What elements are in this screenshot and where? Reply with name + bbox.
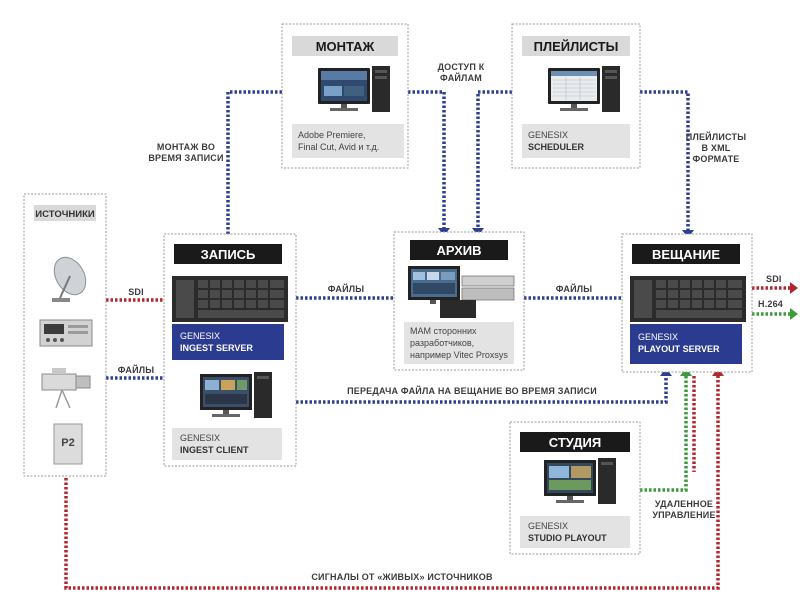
playlists-caption-2: SCHEDULER	[528, 142, 585, 152]
studio-title: СТУДИЯ	[549, 435, 601, 450]
ingest-server-icon	[172, 276, 288, 322]
ingest-client-caption-1: GENESIX	[180, 433, 220, 443]
archive-caption-box	[404, 322, 514, 364]
label-playlists-xml-1: ПЛЕЙЛИСТЫ	[686, 131, 746, 142]
connectors	[64, 90, 796, 590]
connector-playlists-broadcast	[640, 90, 690, 230]
record-title: ЗАПИСЬ	[201, 247, 256, 262]
montage-caption-box	[292, 124, 404, 158]
sources-title-bar	[34, 205, 96, 221]
playout-server-icon	[630, 276, 746, 322]
label-file-access-2: ФАЙЛАМ	[440, 72, 482, 83]
arrowhead-icon	[790, 308, 798, 320]
label-sdi-out: SDI	[766, 274, 782, 284]
connector-record-montage	[226, 90, 282, 234]
archive-title-bar	[410, 240, 508, 260]
connector-playlists-archive	[476, 90, 512, 228]
playout-server-caption-2: PLAYOUT SERVER	[638, 344, 720, 354]
montage-caption-1: Adobe Premiere,	[298, 130, 366, 140]
playlists-caption-1: GENESIX	[528, 130, 568, 140]
label-file-access-1: ДОСТУП К	[438, 62, 485, 72]
broadcast-title-bar	[632, 244, 740, 264]
archive-title: АРХИВ	[437, 243, 482, 258]
ingest-client-caption-2: INGEST CLIENT	[180, 445, 249, 455]
label-transfer-during-rec: ПЕРЕДАЧА ФАЙЛА НА ВЕЩАНИЕ ВО ВРЕМЯ ЗАПИС…	[347, 385, 597, 396]
label-sdi-in: SDI	[128, 287, 144, 297]
montage-caption-2: Final Cut, Avid и т.д.	[298, 142, 379, 152]
sources-title: ИСТОЧНИКИ	[35, 209, 95, 220]
ingest-client-caption-box	[172, 428, 282, 460]
label-playlists-xml-3: ФОРМАТЕ	[692, 154, 739, 164]
record-title-bar	[174, 244, 282, 264]
arrowhead-icon	[790, 282, 798, 294]
p2-card-icon: P2	[53, 423, 83, 465]
ingest-server-caption-1: GENESIX	[180, 331, 220, 341]
camera-icon	[41, 368, 91, 409]
label-remote-1: УДАЛЕННОЕ	[655, 499, 713, 509]
connector-live-signals	[64, 376, 720, 590]
label-h264-out: H.264	[758, 299, 783, 309]
studio-title-bar	[520, 432, 630, 452]
satellite-dish-icon	[52, 256, 87, 302]
label-remote-2: УПРАВЛЕНИЕ	[652, 510, 715, 520]
montage-title: МОНТАЖ	[316, 39, 375, 54]
label-playlists-xml-2: В XML	[702, 143, 731, 153]
archive-caption-3: например Vitec Proxsys	[410, 350, 508, 360]
label-files-to-broadcast: ФАЙЛЫ	[556, 283, 593, 294]
playlists-title: ПЛЕЙЛИСТЫ	[534, 39, 619, 54]
label-files-to-archive: ФАЙЛЫ	[328, 283, 365, 294]
connector-montage-archive	[408, 90, 446, 228]
workstation-icon	[318, 66, 390, 112]
label-montage-during-rec-1: МОНТАЖ ВО	[157, 142, 215, 152]
archive-storage-icon	[408, 266, 515, 318]
ingest-server-caption-2: INGEST SERVER	[180, 343, 253, 353]
connector-transfer-during-rec	[296, 376, 668, 404]
studio-caption-1: GENESIX	[528, 521, 568, 531]
workstation-icon	[548, 66, 620, 112]
connector-remote-control	[640, 376, 688, 492]
ingest-server-caption-box	[172, 324, 284, 360]
studio-caption-2: STUDIO PLAYOUT	[528, 533, 607, 543]
montage-title-bar	[292, 36, 398, 56]
video-recorder-icon	[39, 319, 93, 347]
p2-label: P2	[61, 437, 74, 449]
playout-server-caption-box	[630, 324, 742, 364]
workstation-icon	[544, 458, 616, 504]
label-files-in: ФАЙЛЫ	[118, 364, 155, 375]
archive-caption-2: разработчиков,	[410, 338, 474, 348]
playlists-title-bar	[522, 36, 630, 56]
label-montage-during-rec-2: ВРЕМЯ ЗАПИСИ	[148, 153, 223, 163]
archive-caption-1: MAM сторонних	[410, 326, 477, 336]
label-live-signals: СИГНАЛЫ ОТ «ЖИВЫХ» ИСТОЧНИКОВ	[311, 572, 493, 582]
playout-server-caption-1: GENESIX	[638, 332, 678, 342]
broadcast-title: ВЕЩАНИЕ	[652, 247, 720, 262]
studio-caption-box	[520, 516, 630, 548]
playlists-caption-box	[522, 124, 630, 158]
workstation-icon	[200, 372, 272, 418]
